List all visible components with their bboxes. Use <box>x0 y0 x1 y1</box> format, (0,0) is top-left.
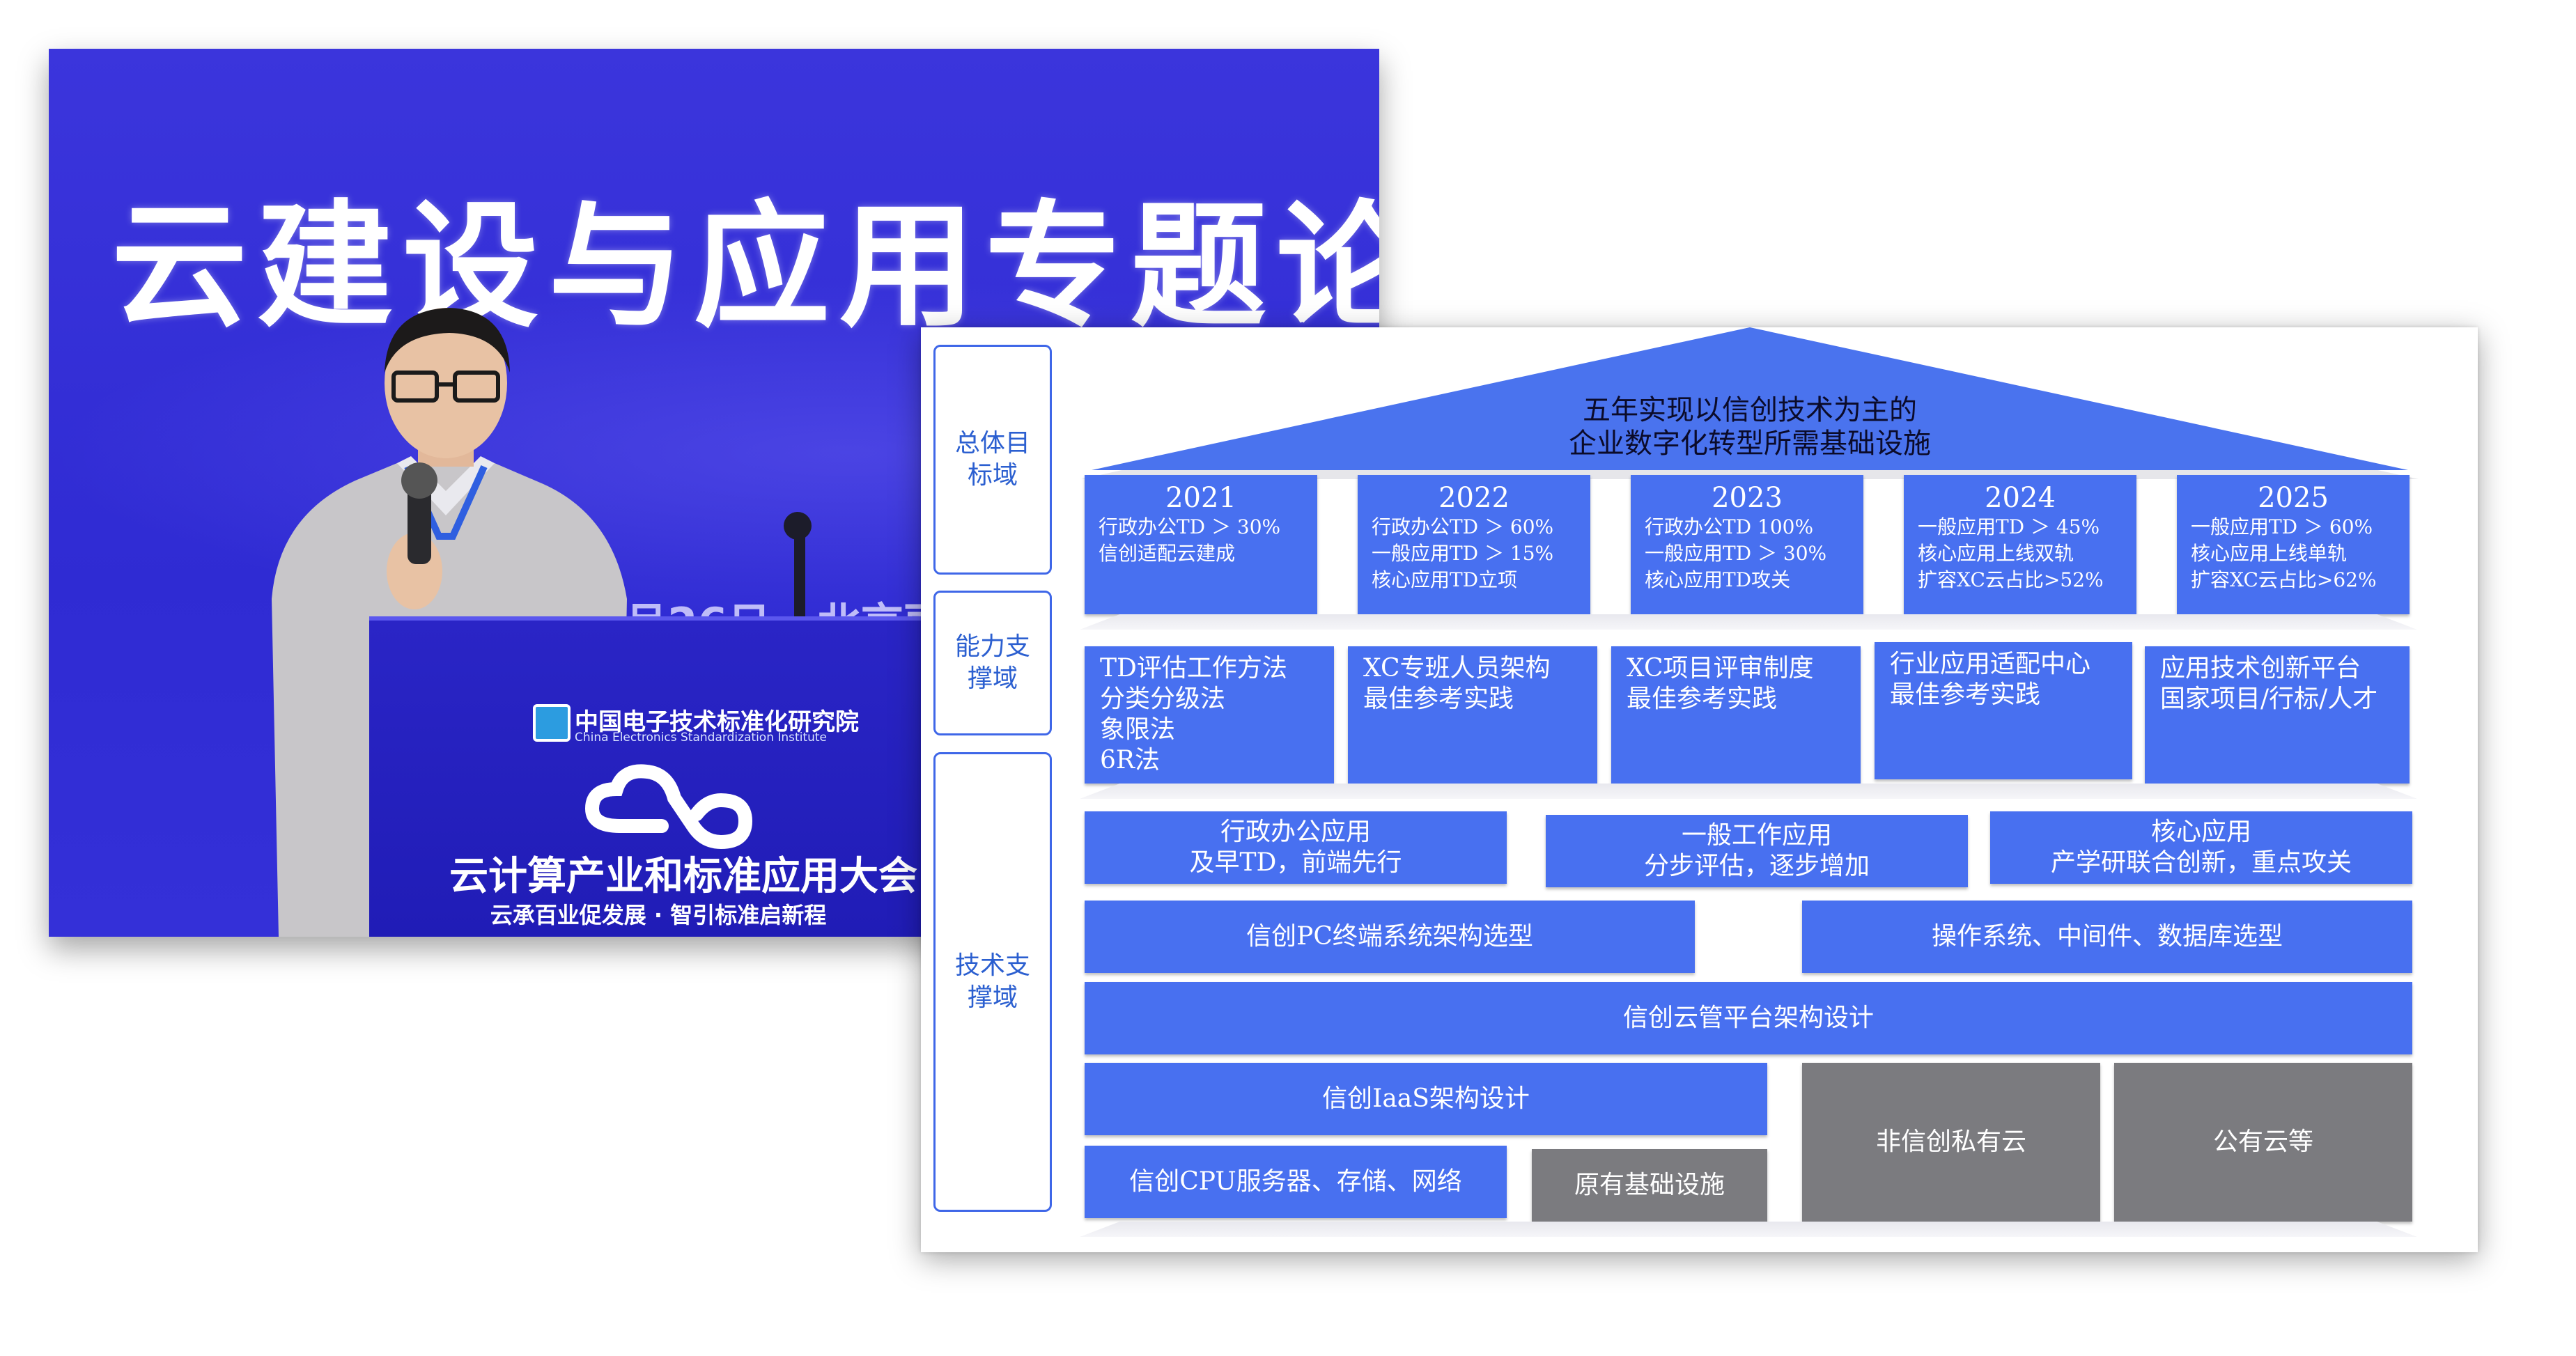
goal-line: 一般应用TD ＞ 15% <box>1372 542 1554 565</box>
org-logo-icon <box>533 704 571 742</box>
capability-line: 最佳参考实践 <box>1890 680 2041 709</box>
tech-line: 行政办公应用 <box>1220 818 1371 846</box>
year-label: 2025 <box>2258 482 2329 514</box>
capability-line: XC项目评审制度 <box>1627 654 1814 683</box>
capability-line: 国家项目/行标/人才 <box>2160 685 2378 713</box>
shelf-goals <box>1080 614 2417 630</box>
goal-line: 核心应用上线双轨 <box>1918 542 2074 565</box>
tech-line: 分步评估，逐步增加 <box>1643 852 1870 880</box>
tech-cloud-mgmt-box: 信创云管平台架构设计 <box>1085 982 2412 1054</box>
goal-2023-box: 2023 行政办公TD 100% 一般应用TD ＞ 30% 核心应用TD攻关 <box>1631 475 1863 614</box>
org-name-en: China Electronics Standardization Instit… <box>575 731 827 745</box>
tech-cpu-box: 信创CPU服务器、存储、网络 <box>1085 1146 1507 1218</box>
architecture-diagram: 总体目标域 能力支撑域 技术支撑域 五年实现以信创技术为主的 企业数字化转型所需… <box>921 327 2478 1252</box>
year-label: 2024 <box>1985 482 2056 514</box>
tech-line: 及早TD，前端先行 <box>1189 848 1402 877</box>
goal-2022-box: 2022 行政办公TD ＞ 60% 一般应用TD ＞ 15% 核心应用TD立项 <box>1358 475 1590 614</box>
tech-core-app-box: 核心应用 产学研联合创新，重点攻关 <box>1990 811 2412 884</box>
capability-xc-team-box: XC专班人员架构 最佳参考实践 <box>1348 646 1597 784</box>
tech-iaas-box: 信创IaaS架构设计 <box>1085 1063 1767 1135</box>
shelf-capabilities <box>1080 784 2417 799</box>
capability-td-method-box: TD评估工作方法 分类分级法 象限法 6R法 <box>1085 646 1334 784</box>
tech-line: 信创IaaS架构设计 <box>1322 1084 1530 1113</box>
capability-line: 分类分级法 <box>1100 685 1226 713</box>
capability-innovation-box: 应用技术创新平台 国家项目/行标/人才 <box>2145 646 2410 784</box>
domain-label-tech: 技术支撑域 <box>933 752 1052 1212</box>
goal-line: 信创适配云建成 <box>1099 542 1236 565</box>
capability-line: XC专班人员架构 <box>1363 654 1551 683</box>
goal-line: 扩容XC云占比>52% <box>1918 568 2104 591</box>
tech-legacy-box: 原有基础设施 <box>1532 1149 1767 1222</box>
shelf-tech <box>1080 1222 2417 1237</box>
domain-label-capability: 能力支撑域 <box>933 591 1052 735</box>
roof <box>1081 327 2419 479</box>
tech-general-app-box: 一般工作应用 分步评估，逐步增加 <box>1546 815 1968 887</box>
goal-line: 核心应用TD立项 <box>1372 568 1518 591</box>
conference-title: 云计算产业和标准应用大会 <box>449 854 917 899</box>
tech-line: 产学研联合创新，重点攻关 <box>2050 848 2352 877</box>
tech-line: 信创云管平台架构设计 <box>1622 1004 1874 1032</box>
org-name-cn: 中国电子技术标准化研究院 <box>575 708 859 736</box>
tech-os-select-box: 操作系统、中间件、数据库选型 <box>1802 901 2412 973</box>
mic-stand <box>794 515 805 641</box>
roof-title-line2: 企业数字化转型所需基础设施 <box>1569 428 1931 460</box>
goal-line: 核心应用TD攻关 <box>1645 568 1791 591</box>
capability-line: 象限法 <box>1100 715 1176 744</box>
roof-title-line1: 五年实现以信创技术为主的 <box>1583 394 1917 426</box>
capability-industry-center-box: 行业应用适配中心 最佳参考实践 <box>1875 642 2132 779</box>
year-label: 2022 <box>1438 482 1510 514</box>
cloud-infinity-logo-icon <box>584 764 753 850</box>
capability-line: 6R法 <box>1100 746 1161 774</box>
domain-label-goal: 总体目标域 <box>933 345 1052 575</box>
capability-line: 最佳参考实践 <box>1363 685 1514 713</box>
forum-banner: 云建设与应用专题论坛 <box>111 187 1379 345</box>
tech-line: 原有基础设施 <box>1574 1171 1725 1199</box>
tech-pc-arch-box: 信创PC终端系统架构选型 <box>1085 901 1695 973</box>
tech-line: 操作系统、中间件、数据库选型 <box>1931 922 2283 951</box>
year-label: 2023 <box>1712 482 1783 514</box>
podium: 中国电子技术标准化研究院 China Electronics Standardi… <box>369 616 940 937</box>
goal-2021-box: 2021 行政办公TD ＞ 30% 信创适配云建成 <box>1085 475 1317 614</box>
goal-line: 一般应用TD ＞ 60% <box>2191 515 2373 538</box>
tech-public-cloud-box: 公有云等 <box>2114 1063 2412 1222</box>
goal-line: 行政办公TD ＞ 30% <box>1099 515 1281 538</box>
goal-line: 一般应用TD ＞ 30% <box>1645 542 1827 565</box>
conference-slogan: 云承百业促发展 · 智引标准启新程 <box>490 902 827 928</box>
capability-line: 行业应用适配中心 <box>1890 650 2091 678</box>
goal-line: 行政办公TD 100% <box>1645 515 1814 538</box>
capability-line: TD评估工作方法 <box>1100 654 1287 683</box>
goal-line: 扩容XC云占比>62% <box>2191 568 2377 591</box>
capability-xc-review-box: XC项目评审制度 最佳参考实践 <box>1611 646 1861 784</box>
tech-admin-app-box: 行政办公应用 及早TD，前端先行 <box>1085 811 1507 884</box>
tech-line: 公有云等 <box>2212 1128 2313 1156</box>
goal-line: 核心应用上线单轨 <box>2191 542 2348 565</box>
tech-line: 一般工作应用 <box>1681 821 1832 850</box>
capability-line: 应用技术创新平台 <box>2160 654 2361 683</box>
tech-line: 信创PC终端系统架构选型 <box>1246 922 1533 951</box>
tech-private-cloud-box: 非信创私有云 <box>1802 1063 2100 1222</box>
tech-line: 非信创私有云 <box>1875 1128 2026 1156</box>
goal-2024-box: 2024 一般应用TD ＞ 45% 核心应用上线双轨 扩容XC云占比>52% <box>1904 475 2136 614</box>
goal-line: 一般应用TD ＞ 45% <box>1918 515 2100 538</box>
capability-line: 最佳参考实践 <box>1627 685 1778 713</box>
tech-line: 核心应用 <box>2150 818 2251 846</box>
goal-2025-box: 2025 一般应用TD ＞ 60% 核心应用上线单轨 扩容XC云占比>62% <box>2177 475 2410 614</box>
year-label: 2021 <box>1165 482 1236 514</box>
goal-line: 行政办公TD ＞ 60% <box>1372 515 1554 538</box>
tech-line: 信创CPU服务器、存储、网络 <box>1129 1167 1462 1196</box>
